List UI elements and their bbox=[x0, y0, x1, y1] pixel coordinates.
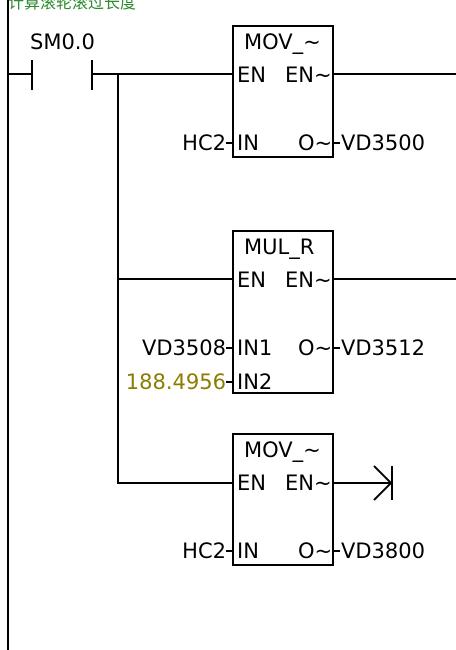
eno-wire bbox=[334, 278, 456, 280]
eno-pin: EN~ bbox=[285, 63, 332, 87]
left-power-rail bbox=[7, 0, 9, 650]
rung-wire bbox=[9, 73, 31, 75]
pin-tick bbox=[334, 142, 340, 144]
mov-box-1[interactable] bbox=[232, 25, 334, 158]
pin-tick bbox=[226, 381, 232, 383]
pin-tick bbox=[226, 142, 232, 144]
pin-tick bbox=[226, 347, 232, 349]
box-title: MOV_~ bbox=[244, 438, 321, 462]
en-pin: EN bbox=[237, 63, 266, 87]
open-end-arrow-icon bbox=[373, 465, 393, 501]
output-operand[interactable]: VD3512 bbox=[341, 336, 425, 360]
contact-label: SM0.0 bbox=[30, 30, 95, 54]
box-title: MUL_R bbox=[244, 235, 315, 259]
output-pin: O~ bbox=[298, 131, 333, 155]
branch-wire bbox=[117, 482, 234, 484]
en-pin: EN bbox=[237, 471, 266, 495]
pin-tick bbox=[334, 550, 340, 552]
output-operand[interactable]: VD3800 bbox=[341, 539, 425, 563]
input-operand[interactable]: HC2 bbox=[182, 539, 226, 563]
mov-box-2[interactable] bbox=[232, 433, 334, 566]
branch-wire bbox=[117, 278, 234, 280]
pin-tick bbox=[226, 550, 232, 552]
input-pin: IN2 bbox=[237, 370, 273, 394]
contact-left-bar[interactable] bbox=[31, 60, 33, 90]
eno-pin: EN~ bbox=[285, 268, 332, 292]
en-pin: EN bbox=[237, 268, 266, 292]
input-pin: IN bbox=[237, 131, 259, 155]
output-pin: O~ bbox=[298, 539, 333, 563]
input-constant[interactable]: 188.4956 bbox=[125, 370, 226, 394]
mul-r-box[interactable] bbox=[232, 230, 334, 394]
input-pin: IN bbox=[237, 539, 259, 563]
box-title: MOV_~ bbox=[244, 30, 321, 54]
output-pin: O~ bbox=[298, 336, 333, 360]
pin-tick bbox=[334, 347, 340, 349]
rung-wire bbox=[93, 73, 234, 75]
contact-right-bar[interactable] bbox=[91, 60, 93, 90]
network-comment: 计算滚轮滚过长度 bbox=[8, 0, 137, 12]
output-operand[interactable]: VD3500 bbox=[341, 131, 425, 155]
input-operand[interactable]: VD3508 bbox=[142, 336, 226, 360]
input-pin: IN1 bbox=[237, 336, 273, 360]
eno-pin: EN~ bbox=[285, 471, 332, 495]
eno-wire bbox=[334, 482, 390, 484]
input-operand[interactable]: HC2 bbox=[182, 131, 226, 155]
eno-wire bbox=[334, 73, 456, 75]
